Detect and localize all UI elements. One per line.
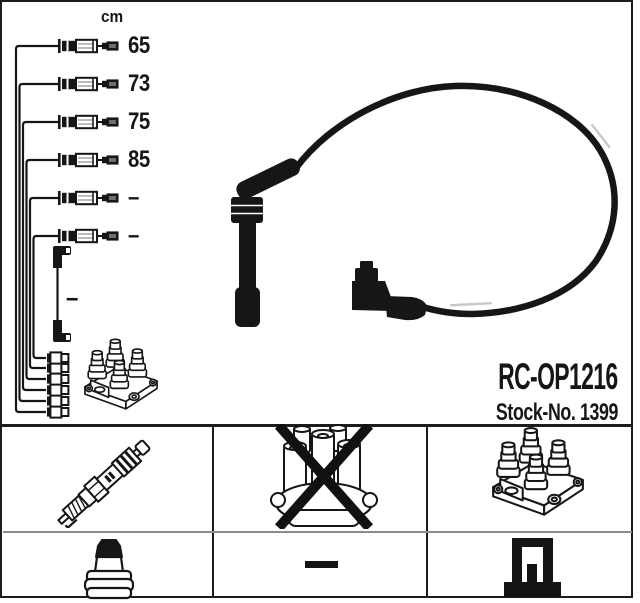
lead-cable bbox=[292, 82, 618, 318]
row-connectors bbox=[57, 38, 120, 244]
cable-print-mark bbox=[450, 301, 492, 307]
dash-icon bbox=[305, 561, 338, 568]
length-label-6: – bbox=[128, 222, 139, 249]
stock-number: Stock-No. 1399 bbox=[495, 399, 619, 426]
length-label-5: – bbox=[128, 184, 139, 211]
distributor-cap-crossed-icon bbox=[270, 424, 378, 529]
length-label-4: 85 bbox=[128, 146, 150, 173]
unit-header-label: cm bbox=[101, 7, 124, 26]
table-row-divider bbox=[3, 531, 632, 533]
part-number: RC-OP1216 bbox=[498, 356, 619, 397]
coil-cable-schematic bbox=[53, 246, 71, 342]
spark-plug-boot bbox=[231, 158, 300, 327]
ignition-coil-schematic-icon bbox=[84, 338, 158, 410]
table-column-divider-1 bbox=[212, 426, 215, 596]
unit-header: cm bbox=[101, 8, 126, 27]
table-column-divider-2 bbox=[426, 426, 429, 596]
ignition-coil-icon bbox=[492, 427, 584, 516]
table-top-border bbox=[2, 424, 633, 427]
length-label-2: 73 bbox=[128, 70, 150, 97]
end-connectors bbox=[46, 351, 70, 419]
ignition-lead-photo bbox=[231, 82, 618, 327]
cross-out-x bbox=[274, 424, 374, 529]
part-number-block: RC-OP1216 Stock-No. 1399 bbox=[380, 356, 619, 426]
terminal-nut-icon bbox=[83, 539, 135, 600]
connector-cross-section-icon bbox=[504, 538, 561, 597]
coil-cable-length-label: – bbox=[66, 282, 78, 312]
spark-plug-icon bbox=[57, 439, 151, 528]
cable-harness-schematic bbox=[14, 44, 58, 414]
length-label-1: 65 bbox=[128, 32, 150, 59]
length-label-3: 75 bbox=[128, 108, 150, 135]
cable-print-mark bbox=[591, 123, 611, 149]
coil-connector bbox=[352, 261, 427, 321]
